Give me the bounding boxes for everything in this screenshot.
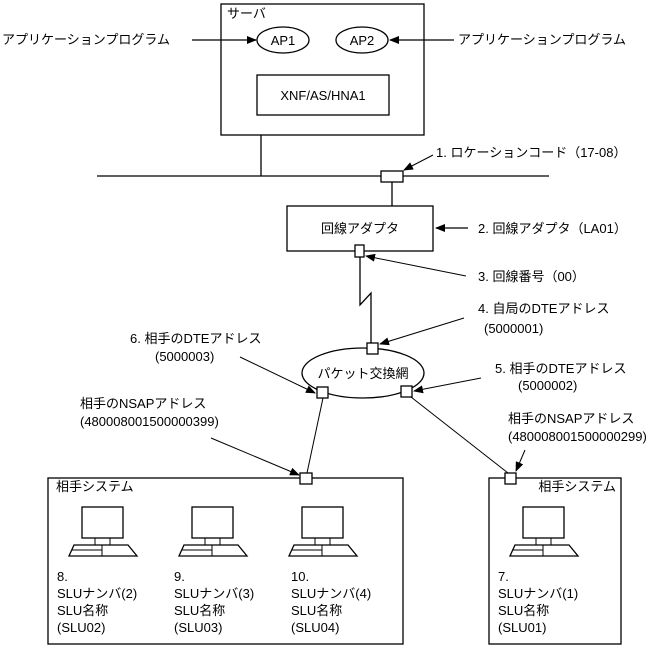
keyboard-icon bbox=[177, 544, 249, 557]
location-port bbox=[380, 170, 404, 183]
ap1-node bbox=[256, 26, 310, 54]
monitor-icon bbox=[301, 506, 344, 539]
link-left-system bbox=[306, 397, 324, 474]
peer-system-left: 相手システム 8. SLUナンバ(2) SLU名称 (SLU02) 9. SLU… bbox=[47, 477, 404, 645]
nsap-right-label: 相手のNSAPアドレス bbox=[508, 411, 634, 426]
slu-name: (SLU01) bbox=[498, 620, 546, 635]
slu-number: SLUナンバ(1) bbox=[498, 586, 578, 601]
keyboard-icon bbox=[67, 544, 139, 557]
slu-name-label: SLU名称 bbox=[498, 603, 549, 618]
monitor-icon bbox=[191, 506, 234, 539]
nsap-left-value: (480008001500000399) bbox=[80, 414, 219, 429]
arrow-peer-dte-left bbox=[239, 356, 316, 394]
terminal-slu01 bbox=[508, 506, 580, 557]
line-adapter-box-label: 回線アダプタ bbox=[321, 221, 399, 236]
xnf-box bbox=[256, 74, 390, 116]
monitor-icon bbox=[81, 506, 124, 539]
leased-line bbox=[359, 257, 372, 343]
slu-name: (SLU03) bbox=[174, 620, 222, 635]
terminal-number: 9. bbox=[174, 569, 185, 584]
terminal-slu02 bbox=[67, 506, 139, 557]
ap2-label: AP2 bbox=[350, 33, 375, 48]
slu-name-label: SLU名称 bbox=[291, 603, 342, 618]
terminal-slu03 bbox=[177, 506, 249, 557]
own-dte-port bbox=[366, 342, 379, 355]
slu-number: SLUナンバ(3) bbox=[174, 586, 254, 601]
link-right-system bbox=[410, 396, 509, 474]
line-adapter-label: 2. 回線アダプタ（LA01） bbox=[478, 221, 627, 236]
terminal-slu04 bbox=[287, 506, 359, 557]
arrow-location bbox=[403, 154, 434, 171]
own-dte-label: 4. 自局のDTEアドレス bbox=[478, 301, 609, 316]
location-code-label: 1. ロケーションコード（17-08） bbox=[436, 145, 626, 160]
ap1-label: AP1 bbox=[271, 33, 296, 48]
slu-name-label: SLU名称 bbox=[174, 603, 225, 618]
nsap-right-value: (480008001500000299) bbox=[508, 429, 647, 444]
arrow-peer-dte-right bbox=[413, 377, 482, 394]
slu-number: SLUナンバ(2) bbox=[57, 586, 137, 601]
peer-system-left-title: 相手システム bbox=[56, 479, 134, 494]
line-adapter-box bbox=[286, 205, 434, 252]
peer-dte-right-label: 5. 相手のDTEアドレス bbox=[495, 361, 626, 376]
app-program-left-label: アプリケーションプログラム bbox=[2, 32, 170, 47]
nsap-left-label: 相手のNSAPアドレス bbox=[80, 396, 206, 411]
keyboard-icon bbox=[287, 544, 359, 557]
slu-name-label: SLU名称 bbox=[57, 603, 108, 618]
terminal-number: 7. bbox=[498, 569, 509, 584]
own-dte-value: (5000001) bbox=[484, 321, 543, 336]
line-number-label: 3. 回線番号（00） bbox=[478, 269, 585, 284]
peer-system-right-title: 相手システム bbox=[538, 479, 616, 494]
peer-system-right-box bbox=[488, 477, 622, 645]
peer-dte-right-port bbox=[400, 385, 413, 398]
peer-dte-right-value: (5000002) bbox=[518, 378, 577, 393]
peer-system-left-box bbox=[47, 477, 404, 645]
nsap-right-port bbox=[504, 472, 517, 485]
ap2-node bbox=[335, 26, 389, 54]
slu-name: (SLU02) bbox=[57, 620, 105, 635]
terminal-number: 10. bbox=[291, 569, 309, 584]
slu-number: SLUナンバ(4) bbox=[291, 586, 371, 601]
app-program-right-label: アプリケーションプログラム bbox=[458, 32, 626, 47]
arrow-line-number bbox=[365, 253, 467, 277]
packet-network bbox=[301, 347, 425, 399]
arrow-nsap-left bbox=[210, 437, 300, 476]
arrow-own-dte bbox=[379, 317, 465, 346]
monitor-icon bbox=[522, 506, 565, 539]
peer-dte-left-port bbox=[316, 386, 329, 399]
packet-network-label: パケット交換網 bbox=[317, 366, 408, 381]
peer-dte-left-value: (5000003) bbox=[155, 349, 214, 364]
line-port bbox=[354, 244, 365, 258]
slu-name: (SLU04) bbox=[291, 620, 339, 635]
keyboard-icon bbox=[508, 544, 580, 557]
terminal-number: 8. bbox=[57, 569, 68, 584]
peer-system-right: 相手システム 7. SLUナンバ(1) SLU名称 (SLU01) bbox=[488, 477, 622, 645]
server: サーバ AP1 AP2 XNF/AS/HNA1 bbox=[220, 3, 425, 136]
arrow-nsap-right bbox=[515, 449, 526, 472]
nsap-left-port bbox=[299, 472, 313, 485]
xnf-label: XNF/AS/HNA1 bbox=[280, 88, 365, 103]
server-title: サーバ bbox=[227, 6, 266, 21]
peer-dte-left-label: 6. 相手のDTEアドレス bbox=[130, 331, 261, 346]
